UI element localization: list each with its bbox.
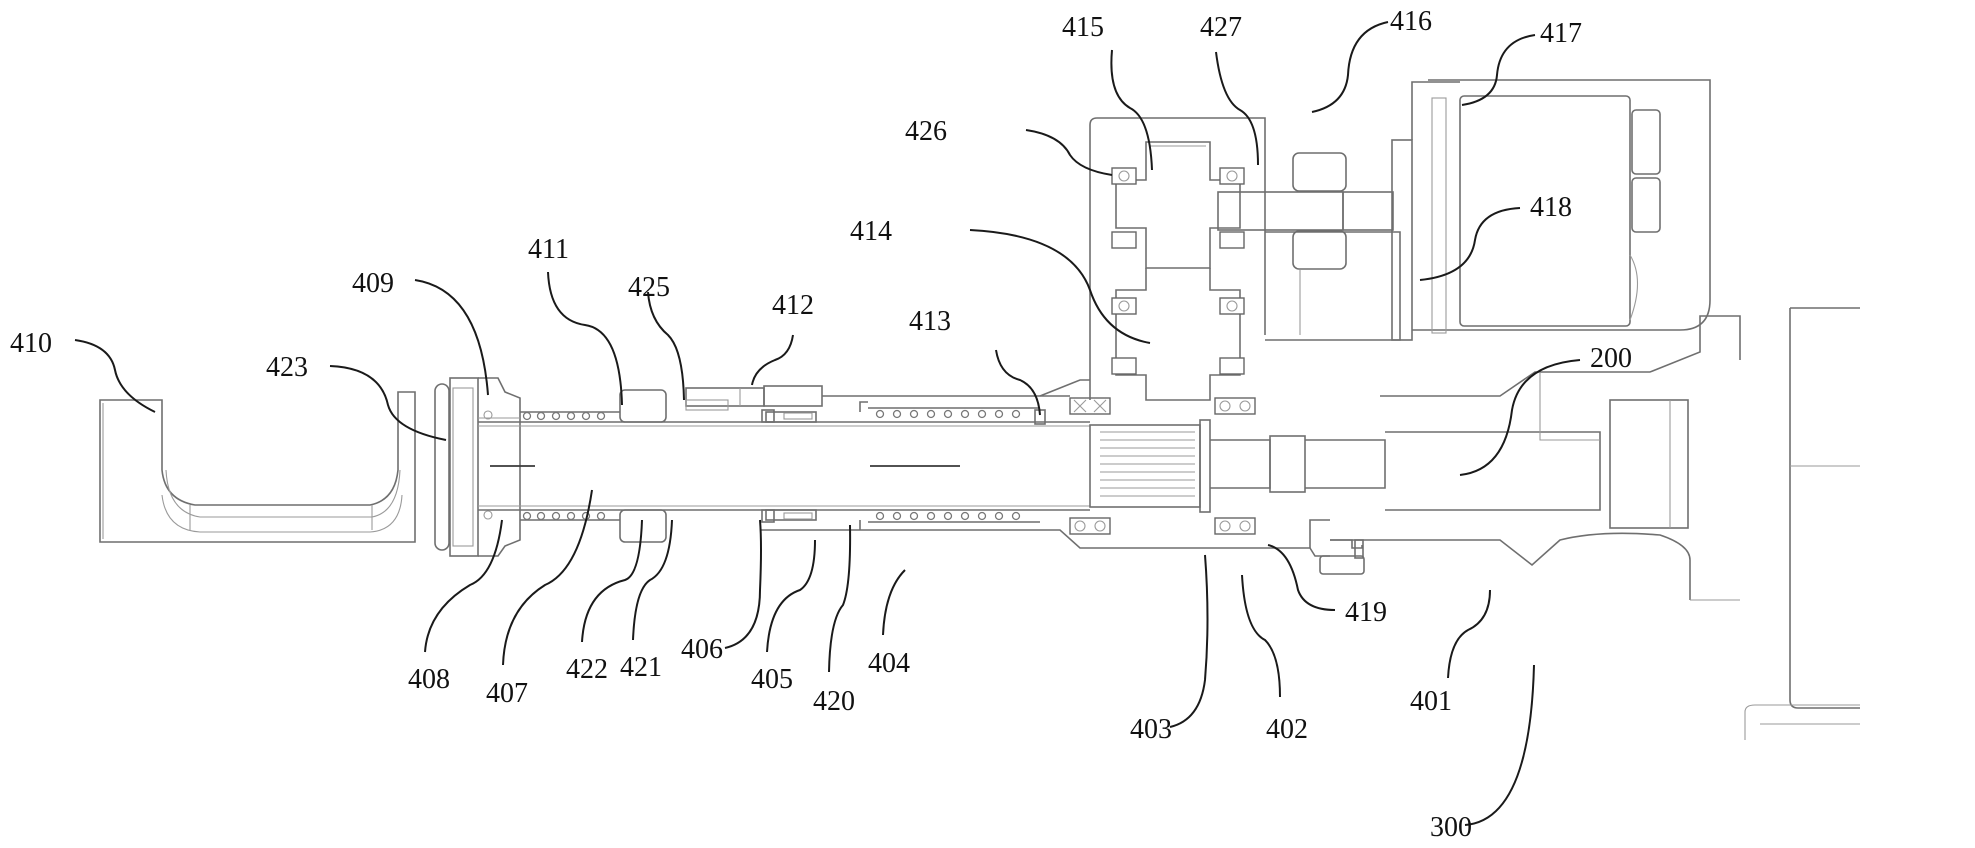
label-405: 405 [751,664,793,695]
label-200: 200 [1590,343,1632,374]
leader-403 [1169,554,1209,728]
leader-404 [882,569,906,636]
adapter-200 [1609,399,1689,529]
bearings-420 [1069,397,1256,535]
leader-419 [1267,544,1336,611]
bearings-426 [1111,167,1245,375]
coupling-427 [1217,152,1401,341]
label-417: 417 [1540,18,1582,49]
label-408: 408 [408,664,450,695]
leader-407 [502,489,593,666]
leader-423 [329,365,447,441]
leader-405 [766,539,816,653]
label-421: 421 [620,652,662,683]
leader-200 [1459,359,1581,476]
leader-401 [1447,589,1491,679]
leader-415 [1110,49,1153,171]
leader-421 [632,519,673,641]
leader-420 [828,524,852,673]
bushing-421 [765,411,817,521]
leader-410 [74,339,156,413]
label-409: 409 [352,268,394,299]
leader-300 [1464,664,1535,826]
housing-tube-405 [760,401,1120,549]
label-426: 426 [905,116,947,147]
leader-425 [647,291,685,401]
label-407: 407 [486,678,528,709]
leader-422 [581,519,643,643]
gearbox-housing [1039,117,1266,400]
label-425: 425 [628,272,670,303]
spring-406 [868,407,1046,523]
flange-409 [478,377,521,557]
label-419: 419 [1345,597,1387,628]
label-422: 422 [566,654,608,685]
label-412: 412 [772,290,814,321]
leader-427 [1215,51,1259,166]
leader-409 [414,279,489,396]
motor-mount-416 [1391,81,1460,341]
leader-408 [424,519,503,653]
leader-413 [995,349,1041,416]
label-410: 410 [10,328,52,359]
coupler-404 [1089,419,1601,513]
label-401: 401 [1410,686,1452,717]
leader-416 [1311,21,1389,113]
leader-418 [1419,207,1521,281]
leader-411 [547,271,623,406]
nut-402 [1319,555,1365,575]
part-labels: 410 409 423 411 425 412 413 414 426 415 … [10,6,1632,843]
label-404: 404 [868,648,910,679]
sensor-425 [685,387,765,411]
leader-417 [1461,34,1536,106]
leader-426 [1025,129,1113,176]
spring-408 [520,411,620,521]
motor-housing-417 [1412,79,1711,334]
part-412 [763,385,1070,407]
flange-401 [1330,315,1741,601]
gear-415 [1115,141,1241,269]
block-411 [619,389,667,543]
label-300: 300 [1430,812,1472,843]
label-420: 420 [813,686,855,717]
leader-414 [969,229,1151,344]
label-416: 416 [1390,6,1432,37]
leader-402 [1241,574,1281,698]
gear-414 [1115,268,1241,401]
label-423: 423 [266,352,308,383]
label-415: 415 [1062,12,1104,43]
label-402: 402 [1266,714,1308,745]
label-414: 414 [850,216,892,247]
motor-418 [1459,95,1661,327]
label-406: 406 [681,634,723,665]
label-403: 403 [1130,714,1172,745]
base-300 [1744,307,1860,740]
label-418: 418 [1530,192,1572,223]
shaft-407 [478,421,1090,511]
label-427: 427 [1200,12,1242,43]
label-413: 413 [909,306,951,337]
seal-422 [761,409,775,523]
leader-406 [724,519,762,649]
label-411: 411 [528,234,569,265]
leader-412 [751,334,794,386]
end-cap-423 [434,377,479,557]
leader-lines [74,21,1581,826]
clamp-410 [99,391,416,543]
